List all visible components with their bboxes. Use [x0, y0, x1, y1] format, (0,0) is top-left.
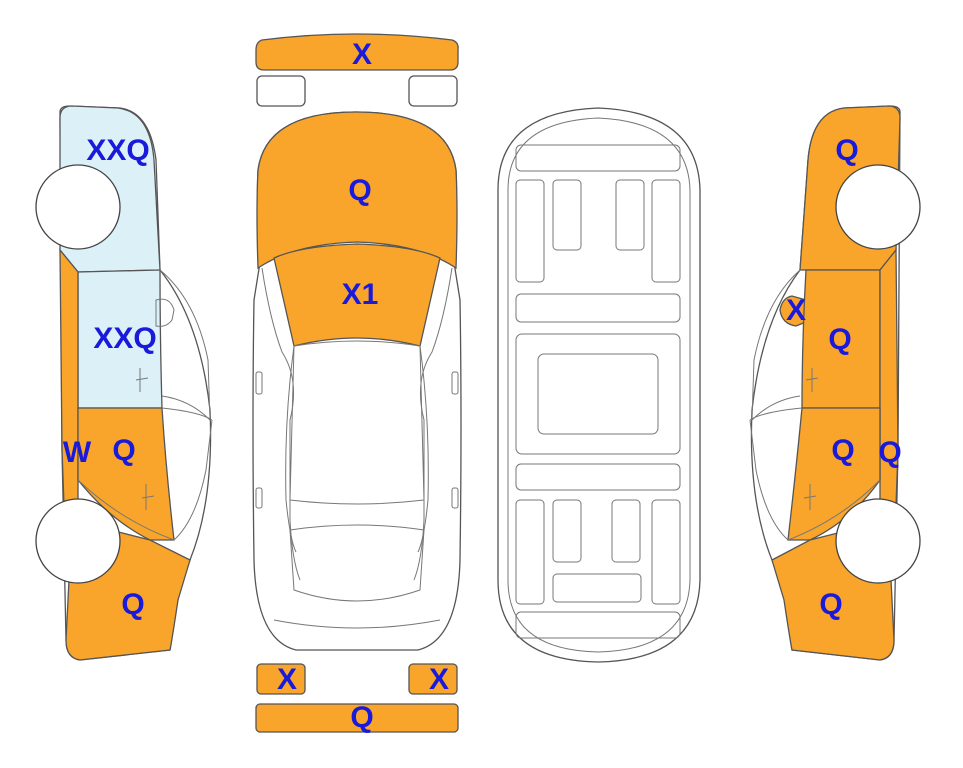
left-front-fender-label: XXQ: [86, 134, 149, 167]
right-side-view: Q X Q Q Q Q: [749, 105, 921, 661]
top-view: X Q X1 X X Q: [252, 33, 462, 734]
headlight-right: [408, 75, 458, 107]
right-rear-quarter-label: Q: [819, 588, 842, 621]
rear-light-right-label: X: [429, 663, 449, 696]
underside-view: [497, 107, 701, 663]
right-mirror-label: X: [786, 294, 806, 327]
rear-light-left-panel[interactable]: [256, 663, 306, 695]
rear-light-left-label: X: [277, 663, 297, 696]
left-rear-wheel: [35, 498, 121, 584]
rear-bumper-panel[interactable]: [255, 703, 459, 733]
underside-outline: [497, 107, 701, 663]
hood-panel[interactable]: [256, 111, 458, 270]
front-bumper-label: X: [352, 38, 372, 71]
left-front-door-label: XXQ: [93, 322, 156, 355]
rear-bumper-label: Q: [350, 701, 373, 734]
right-rear-wheel: [835, 498, 921, 584]
left-front-wheel: [35, 164, 121, 250]
right-front-door-label: Q: [828, 323, 851, 356]
front-bumper-panel[interactable]: [255, 33, 459, 71]
left-rocker-label: W: [63, 436, 92, 469]
left-rear-door-label: Q: [112, 434, 135, 467]
right-mirror-panel[interactable]: [779, 295, 807, 327]
right-front-wheel: [835, 164, 921, 250]
windshield-panel[interactable]: [273, 243, 441, 347]
right-rocker-label: Q: [878, 436, 901, 469]
hood-label: Q: [348, 174, 371, 207]
left-rear-quarter-label: Q: [121, 588, 144, 621]
right-rear-door-label: Q: [831, 434, 854, 467]
right-front-fender-label: Q: [835, 134, 858, 167]
left-side-view: XXQ XXQ W Q Q: [35, 105, 213, 661]
headlight-left: [256, 75, 306, 107]
rear-light-right-panel[interactable]: [408, 663, 458, 695]
windshield-label: X1: [342, 278, 379, 311]
